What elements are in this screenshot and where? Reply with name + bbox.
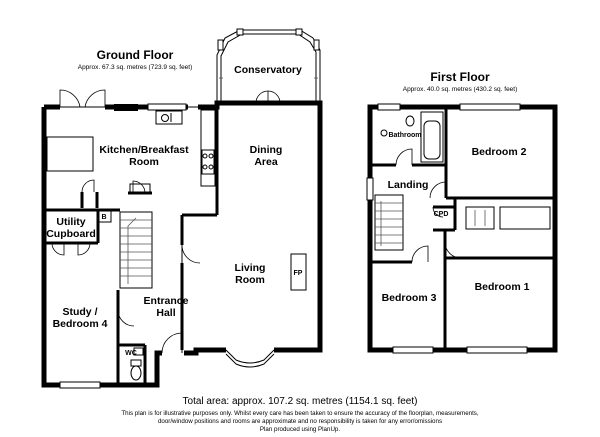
utility-label-line2: Cupboard (46, 228, 96, 240)
kitchen-label-line1: Kitchen/Breakfast (99, 144, 189, 156)
wc-label: WC (125, 350, 137, 357)
cpd-label: CPD (434, 211, 449, 218)
kitchen-label-line2: Room (129, 156, 159, 168)
living-label-line1: Living (235, 262, 266, 274)
disclaimer-line1: This plan is for illustrative purposes o… (121, 410, 478, 417)
ground-floor-plan (41, 28, 323, 389)
total-area: Total area: approx. 107.2 sq. metres (11… (183, 396, 418, 407)
first-floor-area: Approx. 40.0 sq. metres (430.2 sq. feet) (403, 86, 518, 93)
dining-label-line1: Dining (250, 144, 283, 156)
study-label-line1: Study / (62, 306, 97, 318)
study-label-line2: Bedroom 4 (53, 318, 108, 330)
disclaimer-line3: Plan produced using PlanUp. (260, 426, 340, 433)
bedroom3-label: Bedroom 3 (382, 292, 437, 304)
dining-label-line2: Area (254, 156, 278, 168)
conservatory-label: Conservatory (234, 64, 302, 76)
disclaimer-line2: door/window positions and rooms are appr… (158, 418, 442, 425)
ground-floor-stairs (119, 211, 153, 289)
bedroom1-label: Bedroom 1 (475, 281, 530, 293)
bedroom2-label: Bedroom 2 (472, 146, 527, 158)
ground-floor-area: Approx. 67.3 sq. metres (723.9 sq. feet) (78, 64, 193, 71)
utility-label-line1: Utility (56, 216, 85, 228)
bathroom-label: Bathroom (388, 132, 421, 139)
first-floor-stairs (374, 194, 404, 251)
boiler-marker: B (101, 214, 106, 221)
landing-label: Landing (388, 179, 429, 191)
hall-label-line2: Hall (156, 307, 175, 319)
first-floor-plan (366, 103, 558, 354)
hall-label-line1: Entrance (144, 295, 189, 307)
fireplace-marker: FP (294, 270, 303, 277)
living-label-line2: Room (235, 274, 265, 286)
first-floor-title: First Floor (430, 70, 490, 84)
conservatory-structure (216, 28, 321, 104)
ground-floor-title: Ground Floor (97, 48, 174, 62)
